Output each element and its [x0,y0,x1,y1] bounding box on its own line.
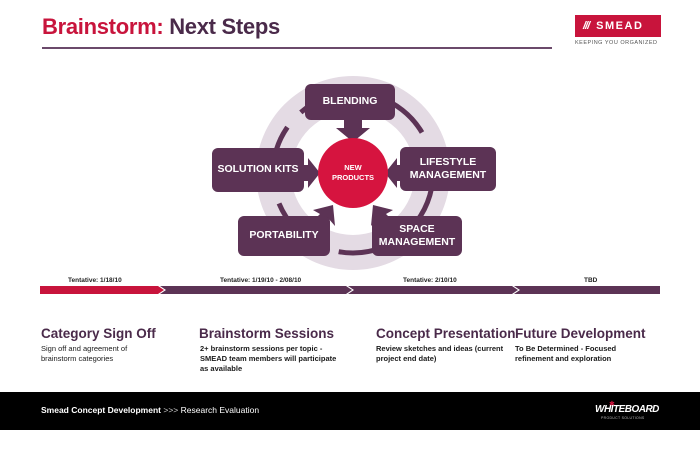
footer-strong: Smead Concept Development [41,405,161,415]
smead-logo: /// SMEAD [575,15,661,37]
footer-separator: >>> [163,405,179,415]
arrow-from-blending [336,118,370,142]
phase-description: Review sketches and ideas (current proje… [376,344,504,363]
phase-date: Tentative: 1/19/10 - 2/08/10 [220,277,302,284]
timeline-segment [160,286,352,294]
footer-section: Research Evaluation [180,405,260,415]
title-divider [42,47,552,49]
title-rest: Next Steps [163,14,280,39]
node-blending: BLENDING [305,84,395,120]
phase-date: Tentative: 1/18/10 [68,277,122,284]
logo-mark: /// [583,20,590,32]
whiteboard-logo: ✱ WHITEBOARD PRODUCT SOLUTIONS [595,401,660,423]
timeline-segment [40,286,164,294]
page-title: Brainstorm: Next Steps [42,14,280,40]
timeline-segment [348,286,518,294]
node-portability: PORTABILITY [238,216,330,256]
phase-title: Brainstorm Sessions [199,326,335,341]
phase-date: Tentative: 2/10/10 [403,277,457,284]
phase-title: Concept Presentation [376,326,516,341]
logo-subtitle: PRODUCT SOLUTIONS [601,416,645,420]
node-solution-kits: SOLUTION KITS [212,148,304,192]
timeline-bar [40,286,660,294]
cycle-diagram: BLENDING SOLUTION KITS LIFESTYLE MANAGEM… [212,76,496,270]
timeline-segment [514,286,660,294]
phase-description: 2+ brainstorm sessions per topic - SMEAD… [200,344,337,373]
phase-description: To Be Determined - Focused refinement an… [515,344,617,363]
logo-tagline: KEEPING YOU ORGANIZED [575,40,658,46]
logo-wordmark: WHITEBOARD [595,404,659,415]
phase-title: Future Development [515,326,646,341]
node-space-management: SPACE MANAGEMENT [372,216,462,256]
footer-bar: Smead Concept Development >>> Research E… [0,392,700,430]
phase-title: Category Sign Off [41,326,156,341]
asterisk-icon: ✱ [609,401,615,408]
footer-breadcrumb: Smead Concept Development >>> Research E… [41,405,259,415]
center-new-products: NEW PRODUCTS [318,138,388,208]
title-accent: Brainstorm: [42,14,164,39]
phase-description: Sign off and agreement of brainstorm cat… [41,344,128,363]
logo-name: SMEAD [596,20,644,32]
node-lifestyle-management: LIFESTYLE MANAGEMENT [400,147,496,191]
phase-date: TBD [584,277,598,284]
